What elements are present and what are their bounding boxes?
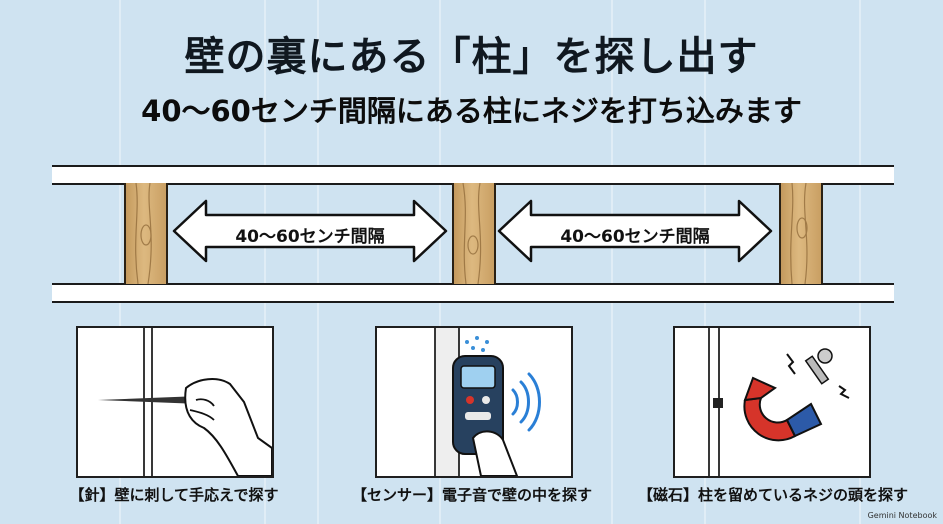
method-caption-sensor: 【センサー】電子音で壁の中を探す [351, 486, 592, 504]
spacing-arrow-right [497, 199, 773, 263]
page-title: 壁の裏にある「柱」を探し出す [184, 34, 759, 80]
method-caption-magnet: 【磁石】柱を留めているネジの頭を探す [637, 486, 908, 504]
needle-hand-icon [98, 328, 273, 477]
stud-right [779, 183, 823, 284]
method-panel-sensor [375, 326, 573, 478]
page-subtitle: 40〜60センチ間隔にある柱にネジを打ち込みます [141, 94, 802, 128]
wall-bottom-board [52, 283, 894, 303]
stud-left [124, 183, 168, 284]
magnet-screw-icon [708, 328, 850, 476]
stud-center [452, 183, 496, 284]
spacing-arrow-left [172, 199, 448, 263]
method-panel-needle [76, 326, 274, 478]
brand-watermark: Gemini Notebook [867, 511, 937, 520]
wall-top-board [52, 165, 894, 185]
method-caption-needle: 【針】壁に刺して手応えで探す [69, 486, 279, 504]
spacing-label-left: 40〜60センチ間隔 [235, 227, 385, 247]
method-panel-magnet [673, 326, 871, 478]
spacing-label-right: 40〜60センチ間隔 [560, 227, 710, 247]
stud-sensor-icon [434, 328, 541, 477]
